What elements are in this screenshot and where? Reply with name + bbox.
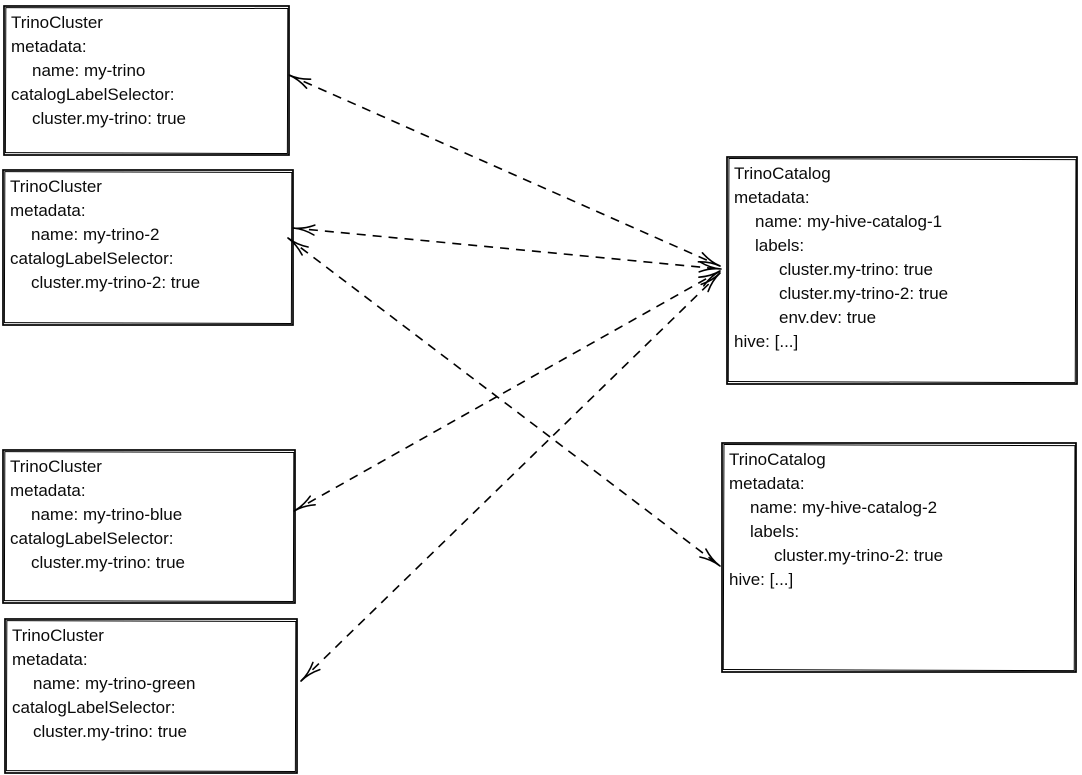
trinocluster-my-trino-box: TrinoCluster metadata: name: my-trino ca… bbox=[4, 6, 289, 155]
connector-catalog1-to-my-trino-green bbox=[300, 272, 721, 682]
name-field: name: my-trino-blue bbox=[31, 505, 183, 524]
trinocluster-my-trino-green-box: TrinoCluster metadata: name: my-trino-gr… bbox=[5, 619, 297, 773]
kind-label: TrinoCluster bbox=[11, 13, 103, 32]
labels-label: labels: bbox=[755, 236, 805, 255]
box-outline-sketch-my-trino-2 bbox=[3, 171, 293, 325]
kind-label: TrinoCluster bbox=[12, 626, 104, 645]
trinocatalog-my-hive-catalog-1-box: TrinoCatalog metadata: name: my-hive-cat… bbox=[727, 157, 1077, 384]
connector-catalog2-to-my-trino-2 bbox=[287, 237, 721, 567]
trinocatalog-my-hive-catalog-2-box: TrinoCatalog metadata: name: my-hive-cat… bbox=[722, 443, 1076, 672]
connector-catalog1-to-my-trino bbox=[288, 74, 721, 267]
arrowhead-into-catalog1-from-my-trino-blue bbox=[698, 270, 721, 287]
metadata-label: metadata: bbox=[10, 481, 86, 500]
arrowhead-into-catalog1-from-my-trino-2 bbox=[698, 261, 722, 273]
kind-label: TrinoCluster bbox=[10, 177, 102, 196]
name-field: name: my-hive-catalog-2 bbox=[750, 498, 938, 517]
metadata-label: metadata: bbox=[12, 650, 88, 669]
selector-label: catalogLabelSelector: bbox=[10, 249, 174, 268]
selector-label: catalogLabelSelector: bbox=[11, 85, 175, 104]
box-outline-sketch-my-hive-catalog-2 bbox=[722, 444, 1076, 672]
selector-label: catalogLabelSelector: bbox=[10, 529, 174, 548]
box-outline-my-trino-green bbox=[4, 618, 298, 774]
name-field: name: my-hive-catalog-1 bbox=[755, 212, 943, 231]
box-outline-sketch-my-trino-green bbox=[5, 620, 297, 773]
metadata-label: metadata: bbox=[11, 37, 87, 56]
label-entry: env.dev: true bbox=[779, 308, 877, 327]
connector-catalog1-to-my-trino-2 bbox=[292, 227, 721, 270]
box-outline-my-hive-catalog-1 bbox=[726, 156, 1078, 385]
label-entry: cluster.my-trino-2: true bbox=[774, 546, 944, 565]
trinocluster-my-trino-2-box: TrinoCluster metadata: name: my-trino-2 … bbox=[3, 170, 293, 325]
kind-label: TrinoCluster bbox=[10, 457, 102, 476]
box-outline-sketch-my-trino bbox=[4, 7, 289, 155]
labels-label: labels: bbox=[750, 522, 800, 541]
arrowhead-into-my-trino-2-upper bbox=[292, 224, 316, 236]
arrowhead-into-my-trino-blue bbox=[293, 495, 316, 512]
selector-entry: cluster.my-trino: true bbox=[33, 722, 187, 741]
name-field: name: my-trino bbox=[32, 61, 146, 80]
box-outline-my-trino bbox=[3, 5, 290, 156]
arrowhead-into-catalog1-from-my-trino-green bbox=[700, 272, 721, 293]
box-outline-sketch-my-trino-blue bbox=[3, 451, 295, 603]
box-outline-my-hive-catalog-2 bbox=[721, 442, 1077, 673]
name-field: name: my-trino-green bbox=[33, 674, 196, 693]
label-entry: cluster.my-trino: true bbox=[779, 260, 933, 279]
name-field: name: my-trino-2 bbox=[31, 225, 160, 244]
trinocluster-my-trino-blue-box: TrinoCluster metadata: name: my-trino-bl… bbox=[3, 450, 295, 603]
selector-label: catalogLabelSelector: bbox=[12, 698, 176, 717]
selector-entry: cluster.my-trino-2: true bbox=[31, 273, 201, 292]
connector-catalog1-to-my-trino-blue bbox=[293, 270, 721, 512]
box-outline-my-trino-2 bbox=[2, 169, 294, 326]
label-entry: cluster.my-trino-2: true bbox=[779, 284, 949, 303]
metadata-label: metadata: bbox=[10, 201, 86, 220]
arrowhead-into-catalog2-from-my-trino-2 bbox=[699, 548, 721, 567]
kind-label: TrinoCatalog bbox=[734, 164, 831, 183]
hive-field: hive: [...] bbox=[734, 332, 799, 351]
selector-entry: cluster.my-trino: true bbox=[31, 553, 185, 572]
metadata-label: metadata: bbox=[729, 474, 805, 493]
box-outline-my-trino-blue bbox=[2, 449, 296, 604]
arrowhead-into-catalog1-from-my-trino bbox=[697, 252, 721, 267]
box-outline-sketch-my-hive-catalog-1 bbox=[727, 158, 1077, 384]
hive-field: hive: [...] bbox=[729, 570, 794, 589]
arrowhead-into-my-trino-green bbox=[300, 661, 321, 682]
arrowhead-into-my-trino-2-lower bbox=[287, 237, 309, 256]
arrowhead-into-my-trino bbox=[288, 74, 312, 89]
selector-entry: cluster.my-trino: true bbox=[32, 109, 186, 128]
metadata-label: metadata: bbox=[734, 188, 810, 207]
kind-label: TrinoCatalog bbox=[729, 450, 826, 469]
